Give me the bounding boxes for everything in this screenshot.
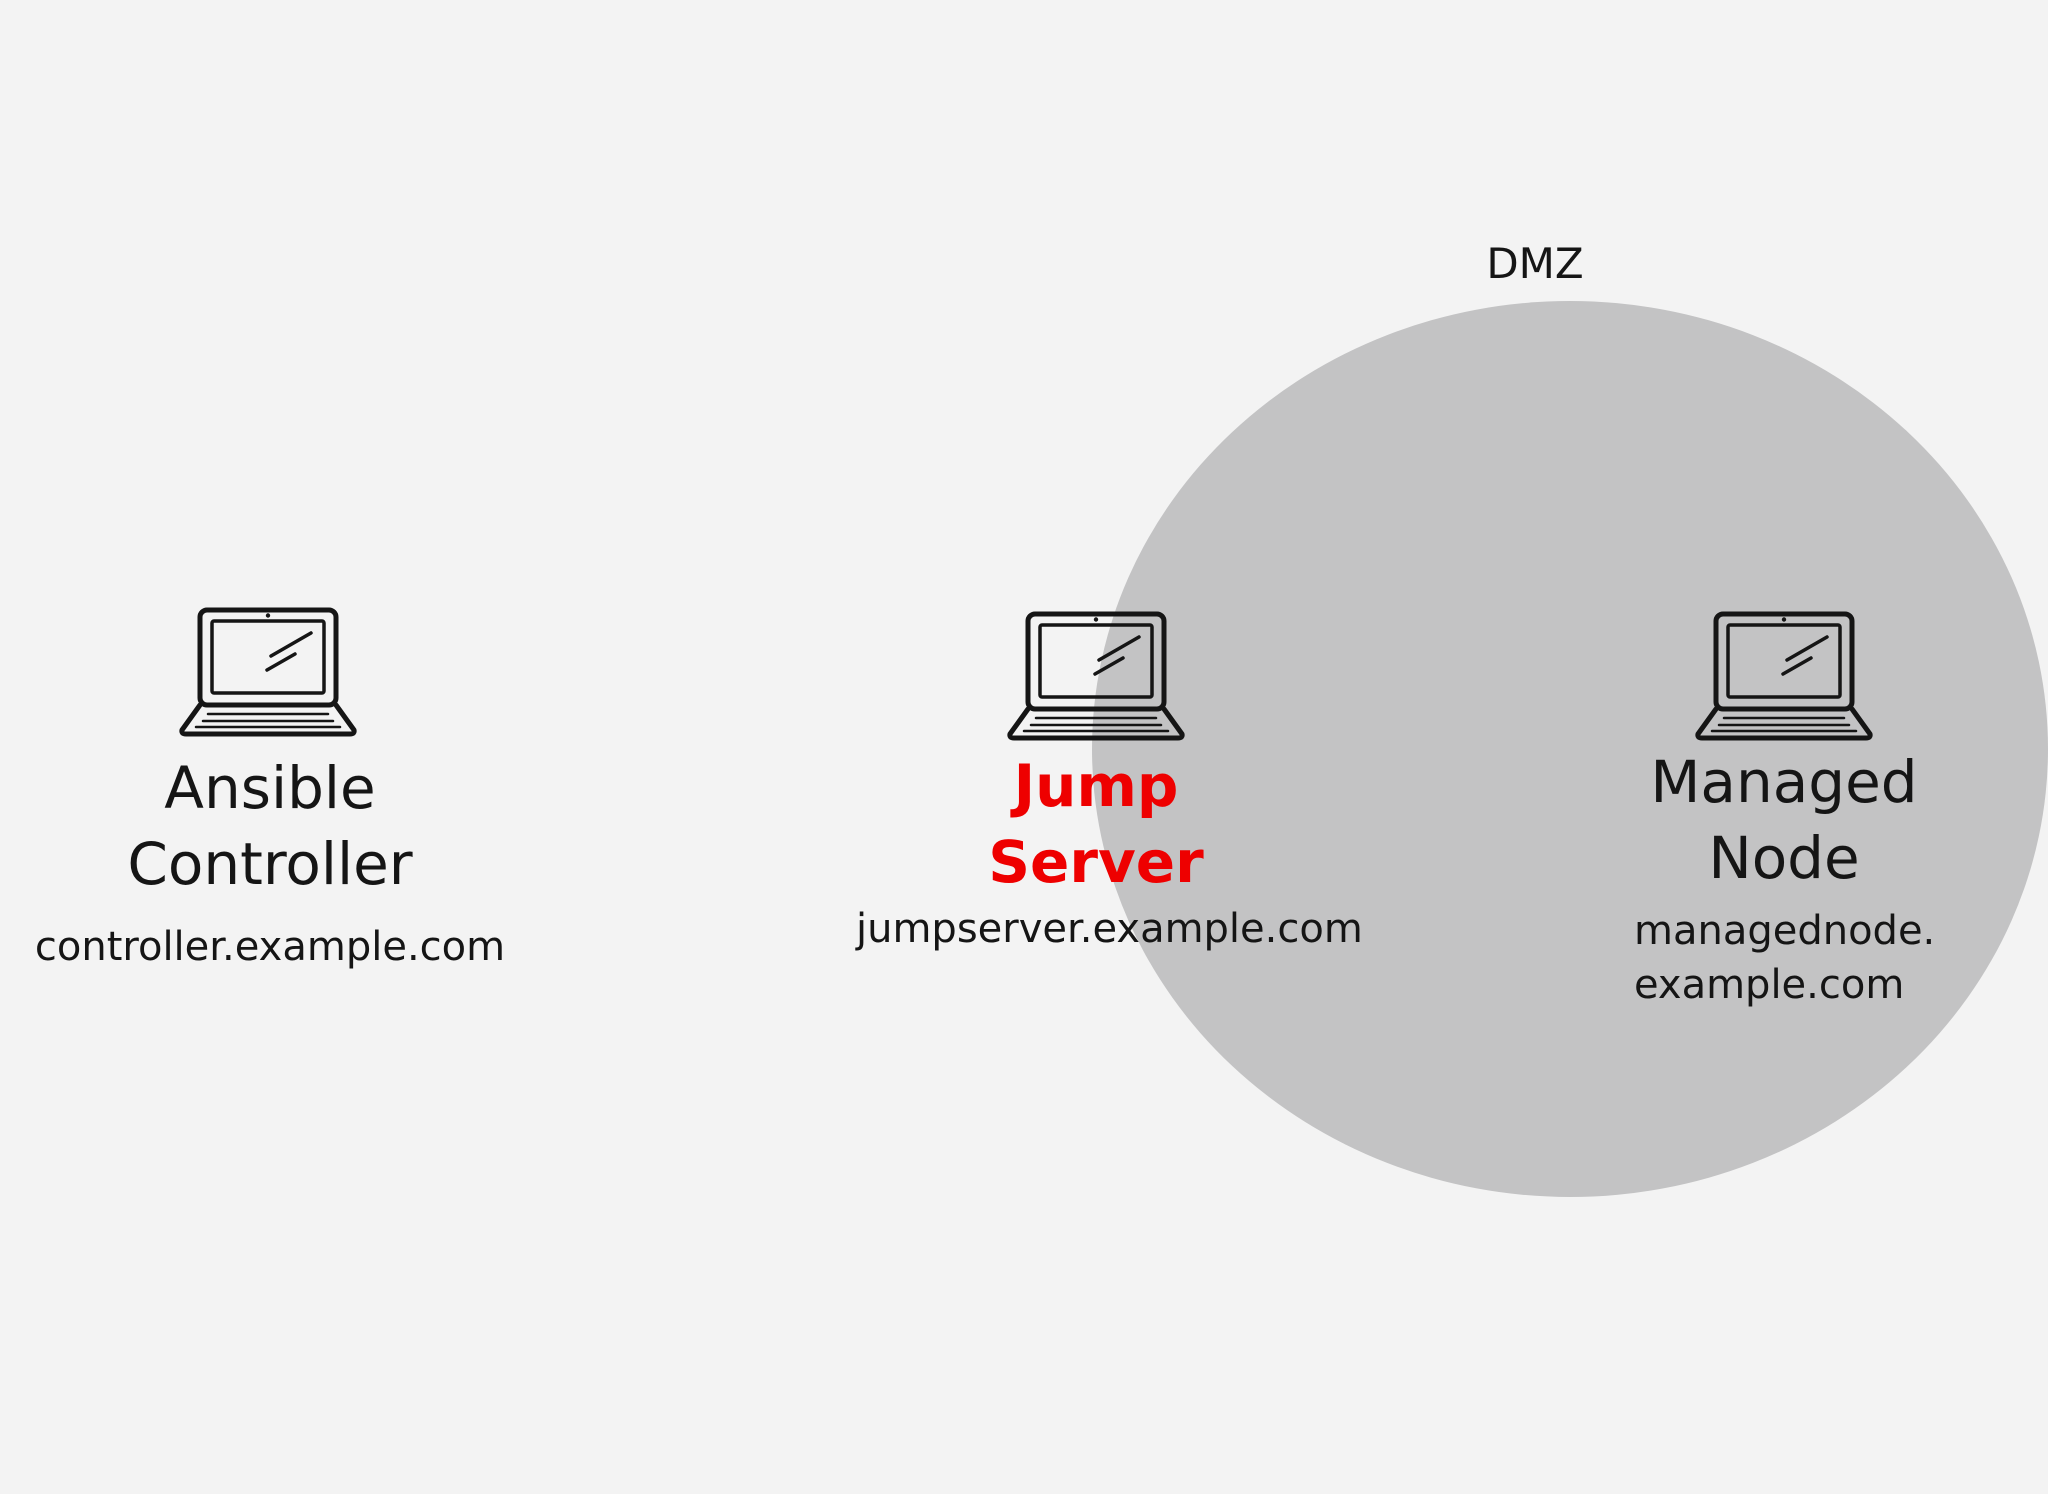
dmz-zone bbox=[1092, 301, 2048, 1197]
node-title: Managed Node bbox=[1650, 748, 1918, 892]
node-hostname: jumpserver.example.com bbox=[856, 906, 1363, 952]
laptop-icon bbox=[178, 606, 358, 738]
node-hostname: managednode. example.com bbox=[1634, 908, 1936, 1008]
node-title: Ansible Controller bbox=[127, 754, 413, 898]
dmz-label: DMZ bbox=[1486, 239, 1584, 288]
laptop-icon bbox=[1006, 610, 1186, 742]
node-hostname: controller.example.com bbox=[34, 924, 506, 970]
laptop-icon bbox=[1694, 610, 1874, 742]
node-title: Jump Server bbox=[988, 752, 1204, 896]
